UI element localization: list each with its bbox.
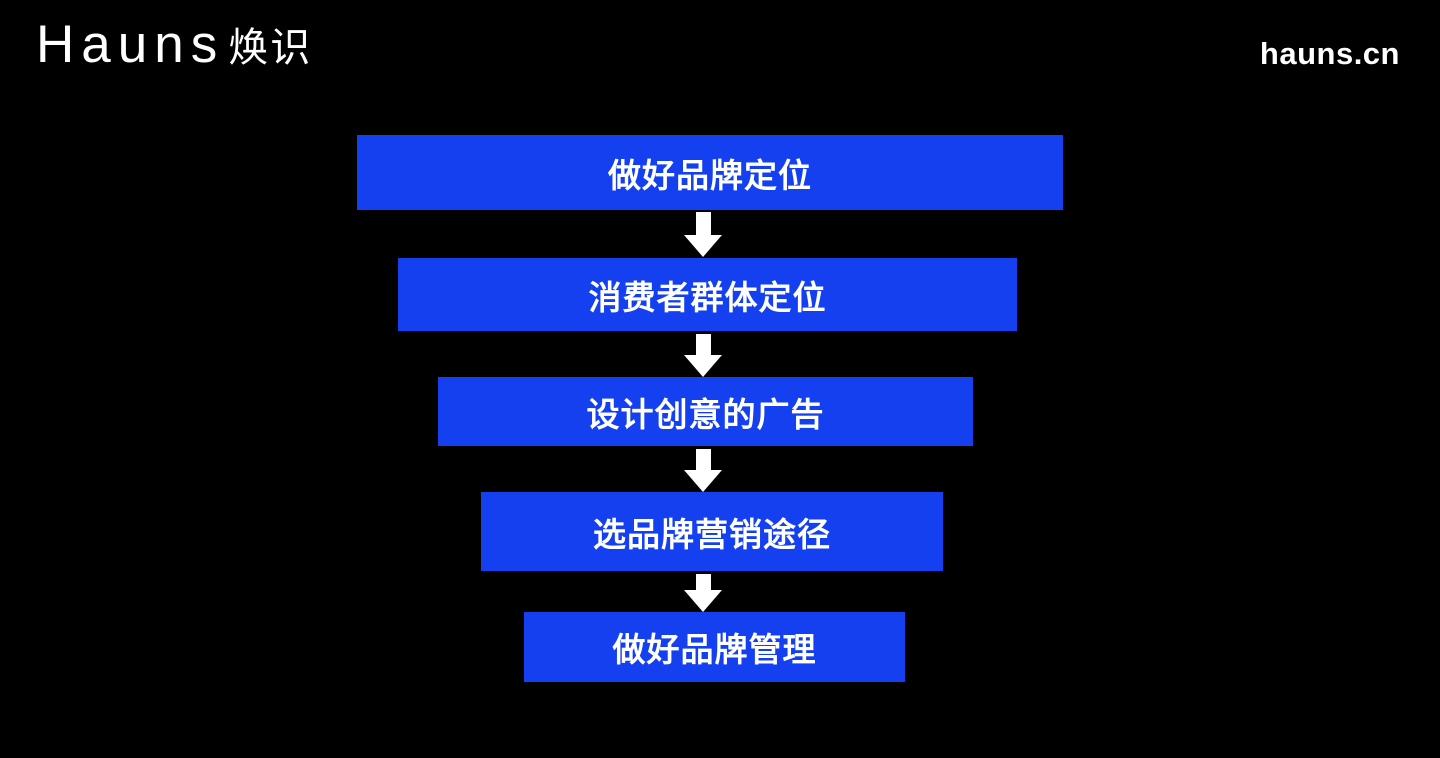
arrow-stem bbox=[695, 334, 711, 355]
flow-step-creative-ad-design: 设计创意的广告 bbox=[438, 377, 973, 446]
brand-logo-latin: Hauns bbox=[36, 15, 225, 74]
arrow-stem bbox=[695, 574, 711, 590]
flow-step-label: 做好品牌管理 bbox=[612, 631, 817, 668]
down-arrow-icon bbox=[684, 212, 722, 257]
flow-step-consumer-group-positioning: 消费者群体定位 bbox=[398, 258, 1017, 331]
flow-step-label: 做好品牌定位 bbox=[608, 156, 812, 194]
flow-step-marketing-channel-selection: 选品牌营销途径 bbox=[481, 492, 943, 571]
website-url: hauns.cn bbox=[1259, 36, 1400, 71]
arrow-stem bbox=[695, 449, 711, 470]
flow-step-label: 设计创意的广告 bbox=[586, 395, 825, 433]
arrow-stem bbox=[695, 212, 711, 235]
down-arrow-icon bbox=[684, 574, 722, 612]
arrow-head bbox=[684, 470, 722, 492]
flow-step-brand-management: 做好品牌管理 bbox=[524, 612, 905, 682]
brand-logo: Hauns 焕识 bbox=[36, 18, 312, 71]
flow-step-label: 消费者群体定位 bbox=[588, 278, 827, 316]
arrow-head bbox=[684, 355, 722, 377]
flow-step-brand-positioning: 做好品牌定位 bbox=[357, 135, 1063, 210]
brand-logo-cjk: 焕识 bbox=[228, 25, 313, 70]
flow-step-label: 选品牌营销途径 bbox=[593, 515, 831, 553]
arrow-head bbox=[684, 235, 722, 257]
down-arrow-icon bbox=[684, 334, 722, 377]
arrow-head bbox=[684, 590, 722, 612]
down-arrow-icon bbox=[684, 449, 722, 492]
